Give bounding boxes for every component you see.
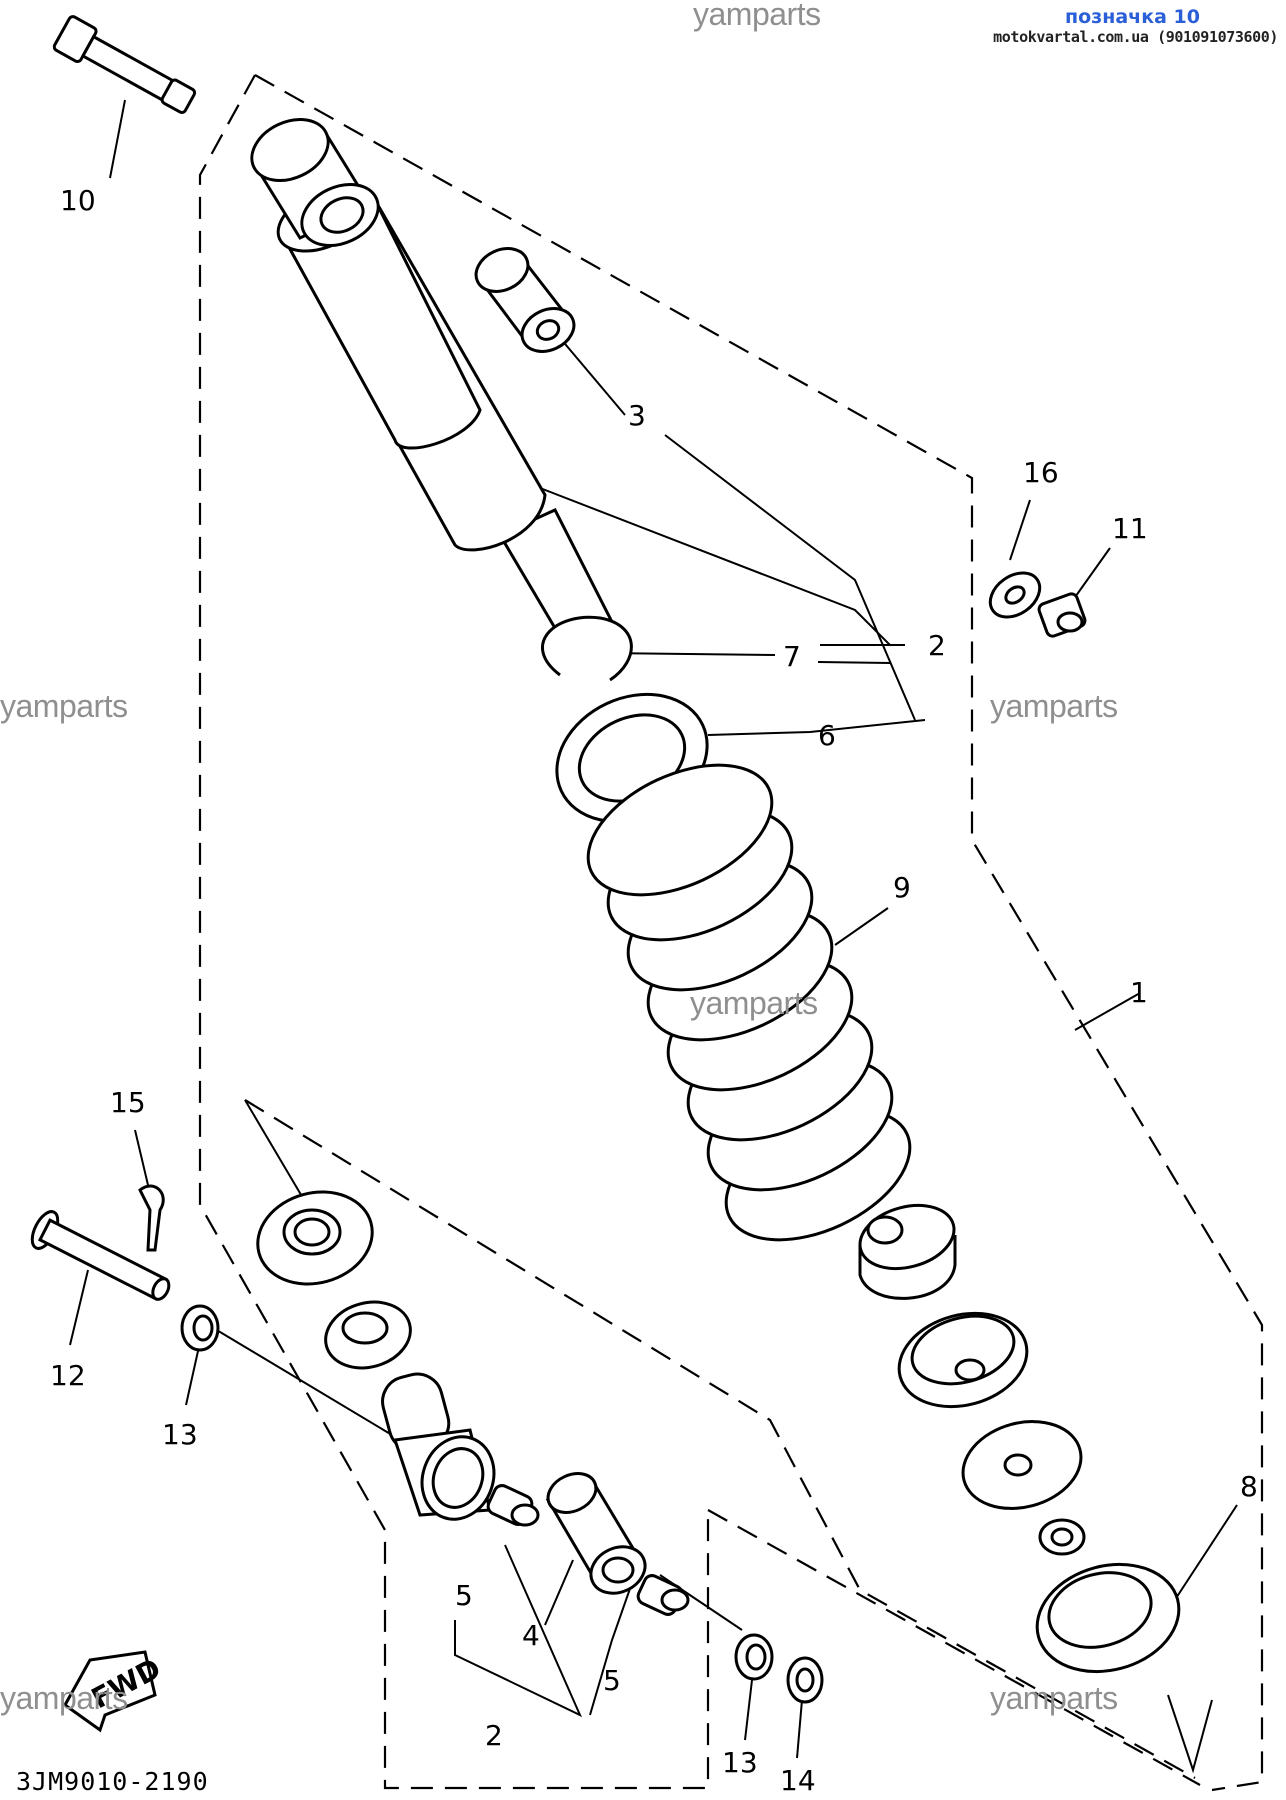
assembly-outline-lower [707, 1509, 1201, 1786]
callout-13-right: 13 [722, 1746, 758, 1779]
locknut-lower [1038, 1518, 1086, 1556]
callout-12: 12 [50, 1359, 86, 1392]
washer-13a [180, 1304, 220, 1352]
header-subtitle: motokvartal.com.ua (901091073600) [993, 28, 1278, 46]
cotter-pin [138, 1184, 165, 1252]
lower-pin [30, 1210, 171, 1301]
callout-15: 15 [110, 1086, 146, 1119]
lower-bushing-4 [545, 1472, 647, 1595]
watermark-bottom-right: yamparts [990, 1680, 1118, 1716]
callout-8: 8 [1240, 1470, 1258, 1503]
spring-seat [1035, 1562, 1181, 1674]
callout-14: 14 [780, 1764, 816, 1797]
leader-lines [69, 99, 1238, 1774]
callout-5-left: 5 [455, 1579, 473, 1612]
callout-7: 7 [783, 640, 801, 673]
circlip [541, 615, 633, 682]
nut-upper [1037, 592, 1087, 638]
callout-labels: 10 3 16 11 7 2 6 9 1 15 12 13 8 5 4 5 2 … [50, 184, 1258, 1797]
washer-upper [988, 571, 1042, 619]
callout-13-left: 13 [162, 1418, 198, 1451]
washer-14 [786, 1656, 824, 1704]
watermark-left: yamparts [0, 688, 128, 724]
watermark-top: yamparts [693, 0, 821, 32]
callout-2-lower: 2 [485, 1719, 503, 1752]
shock-absorber-body [250, 118, 615, 647]
callout-4: 4 [522, 1619, 540, 1652]
header-title: позначка 10 [1065, 6, 1200, 28]
washer-plate [961, 1420, 1083, 1510]
rubber-cap [897, 1311, 1029, 1409]
lower-eye-mount [381, 1372, 496, 1521]
upper-mounting-bolt [52, 15, 197, 115]
watermark-bottom-left: yamparts [0, 1680, 128, 1716]
callout-11: 11 [1112, 512, 1148, 545]
watermark-right: yamparts [990, 688, 1118, 724]
callout-9: 9 [893, 871, 911, 904]
callout-5-right: 5 [603, 1664, 621, 1697]
assembly-outline-right [254, 74, 1264, 1792]
lower-nut-cap [256, 1190, 374, 1286]
collar-5a [486, 1484, 540, 1527]
callout-10: 10 [60, 184, 96, 217]
forward-arrow-badge: FWD [63, 1650, 166, 1733]
assembly-outline-inner [244, 1099, 1196, 1779]
bump-stop [858, 1203, 957, 1300]
coil-spring [586, 763, 912, 1242]
washer-13b [734, 1633, 774, 1681]
collar-5b [636, 1574, 690, 1616]
upper-bushing [474, 247, 576, 353]
diagram-code: 3JM9010-2190 [16, 1767, 209, 1796]
callout-1: 1 [1130, 976, 1148, 1009]
callout-6: 6 [818, 719, 836, 752]
lower-collar [324, 1300, 412, 1370]
callout-2-upper: 2 [928, 629, 946, 662]
callout-16: 16 [1023, 456, 1059, 489]
watermark-center: yamparts [690, 985, 818, 1021]
assembly-outline-upper [198, 74, 710, 1790]
callout-3: 3 [628, 399, 646, 432]
